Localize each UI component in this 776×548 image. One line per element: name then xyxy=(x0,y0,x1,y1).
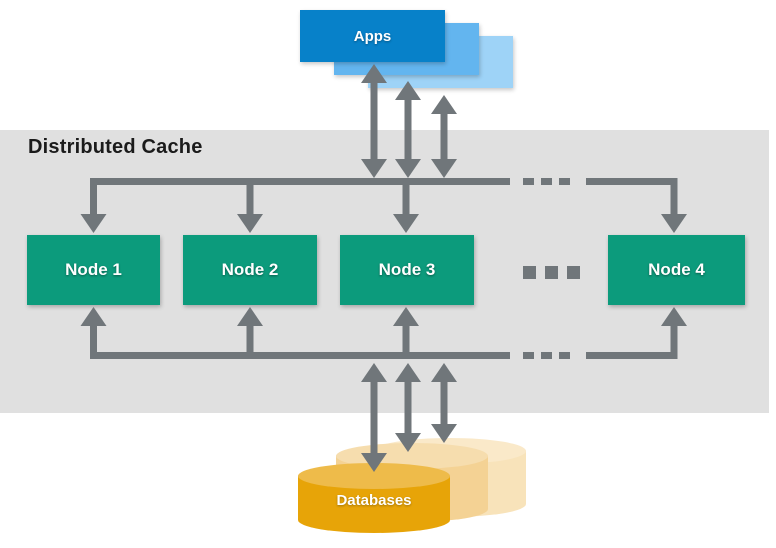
cache-node-3: Node 3 xyxy=(340,235,474,305)
distributed-cache-title: Distributed Cache xyxy=(28,136,203,158)
node-1-label: Node 1 xyxy=(65,260,122,279)
database-cylinder-middle xyxy=(336,443,488,522)
databases-label: Databases xyxy=(336,492,412,509)
cache-node-1: Node 1 xyxy=(27,235,160,305)
apps-label: Apps xyxy=(353,27,392,45)
cache-node-2: Node 2 xyxy=(183,235,317,305)
node-4-label: Node 4 xyxy=(648,260,705,279)
apps-box: Apps xyxy=(300,10,445,62)
node-2-label: Node 2 xyxy=(221,260,279,279)
cache-node-4: Node 4 xyxy=(608,235,745,305)
node-3-label: Node 3 xyxy=(378,260,436,279)
